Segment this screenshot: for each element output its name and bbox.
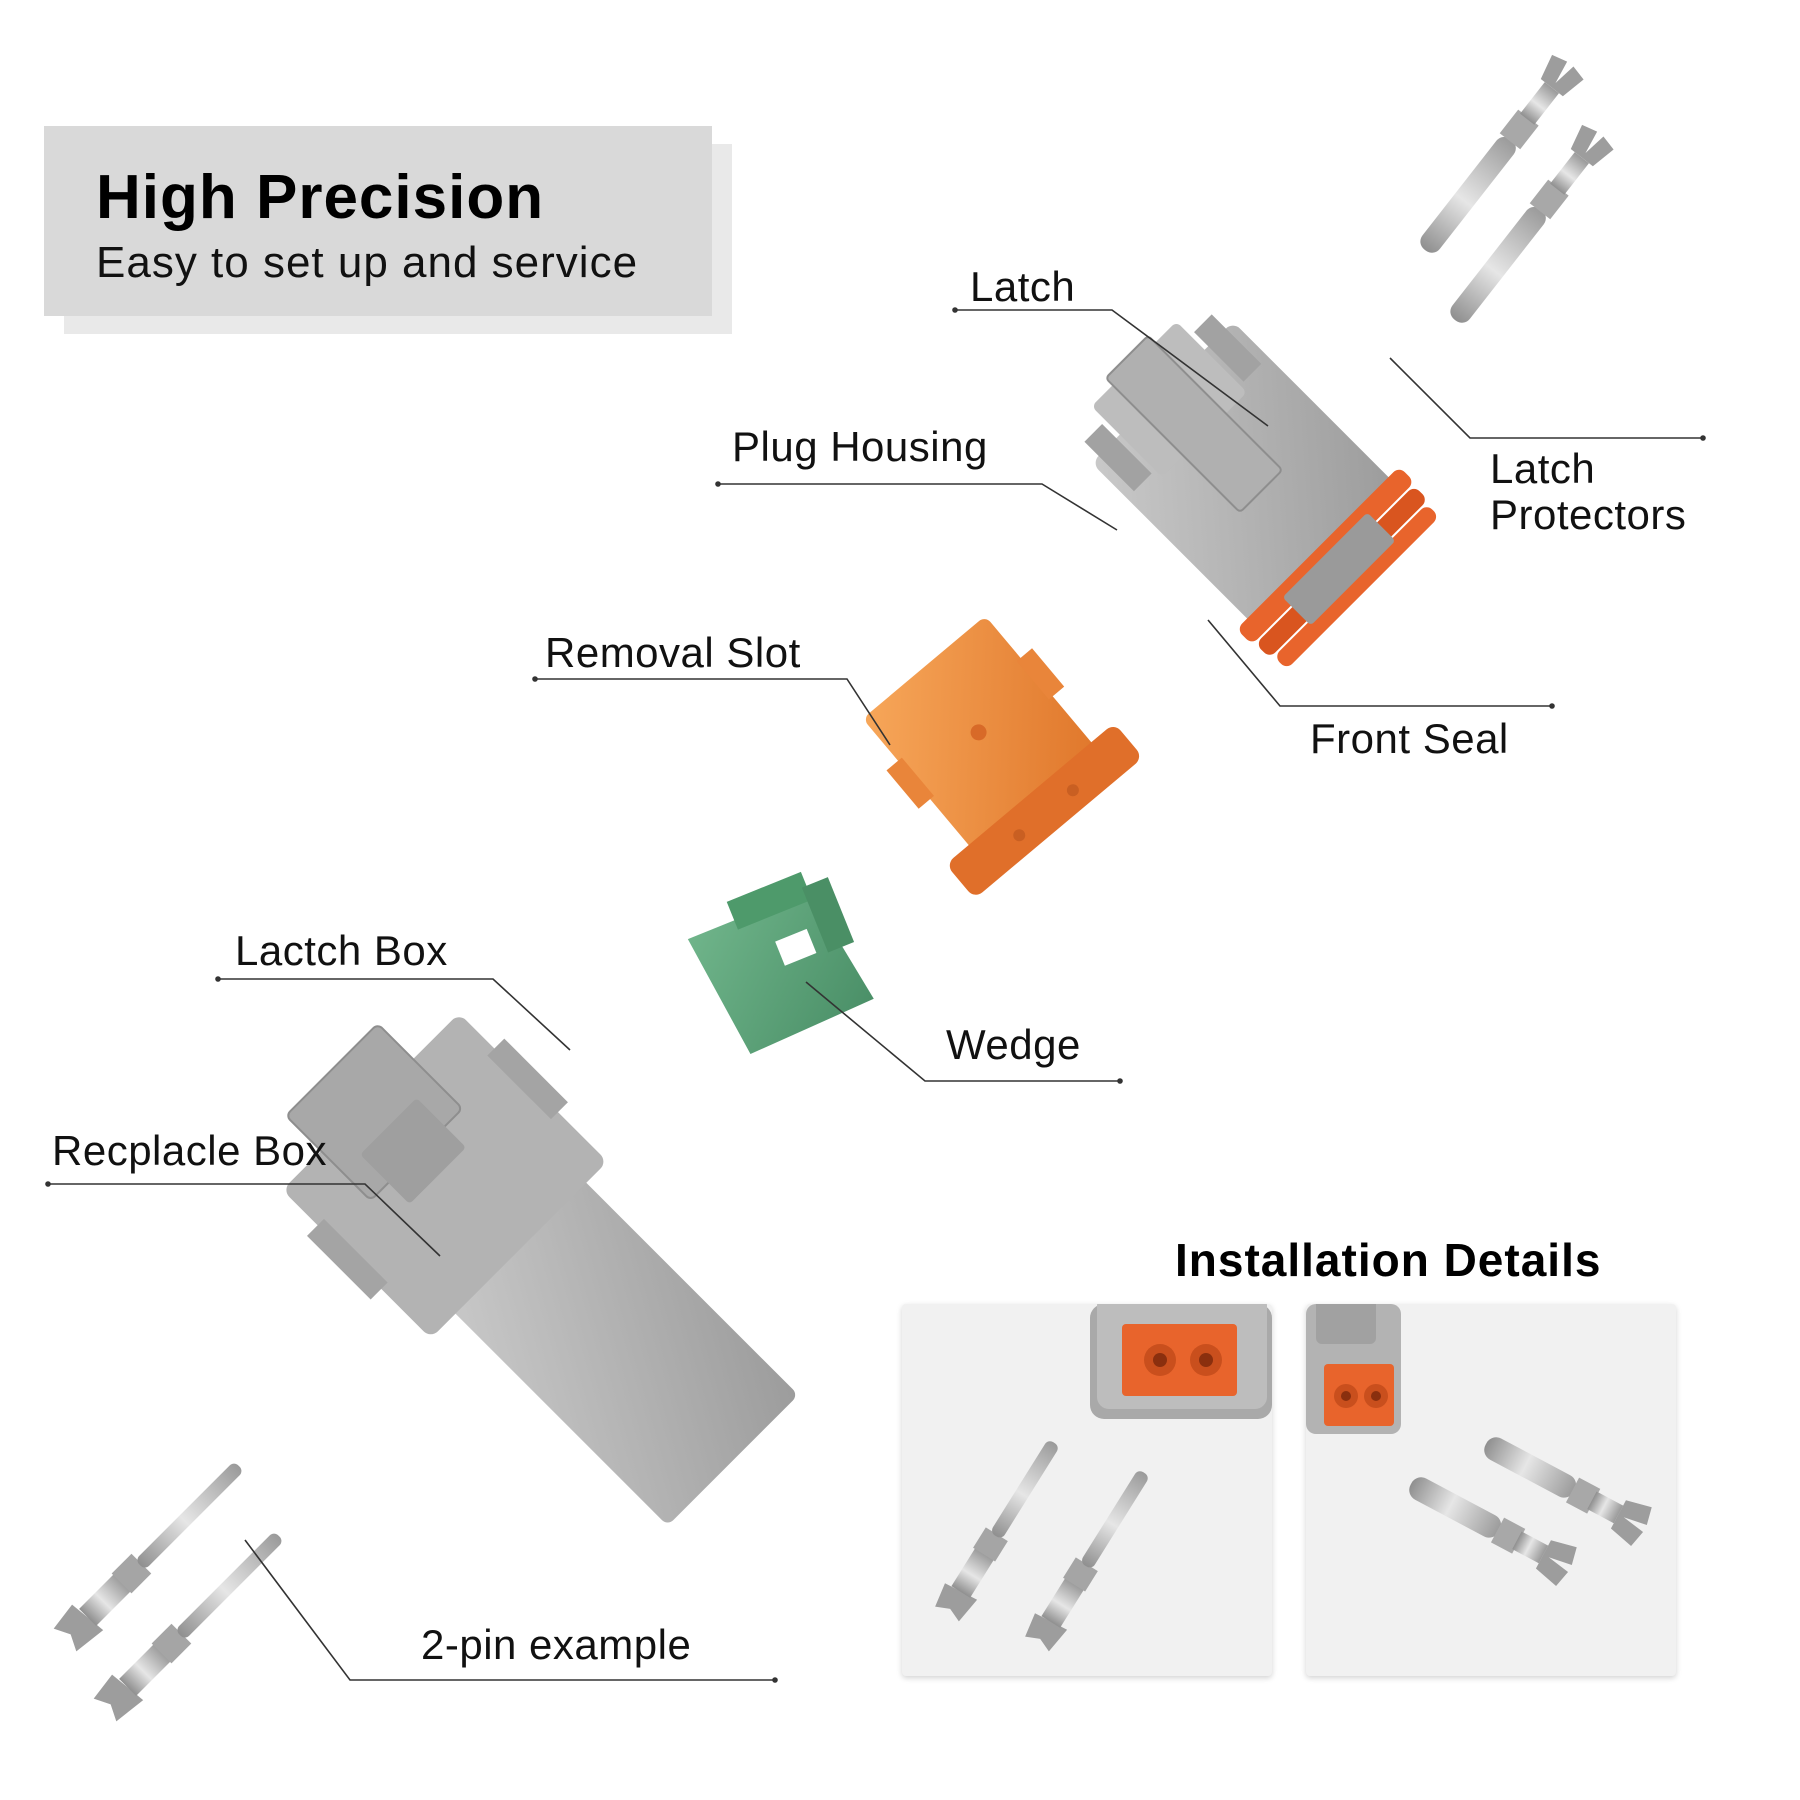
installation-details-title: Installation Details — [1175, 1234, 1602, 1286]
wedge-leader — [805, 981, 1120, 1082]
front-seal-leader — [1207, 619, 1552, 707]
label-removal-slot: Removal Slot — [545, 629, 801, 676]
headline-subtitle: Easy to set up and service — [96, 238, 639, 287]
latch-protectors-leader — [1389, 357, 1703, 439]
headline-title: High Precision — [96, 163, 545, 232]
label-recplacle-box: Recplacle Box — [52, 1127, 327, 1174]
receptacle-box — [286, 1017, 796, 1523]
label-latch: Latch — [970, 263, 1076, 310]
latch-leader — [955, 309, 1269, 427]
two-pin-leader — [244, 1539, 775, 1681]
label-lactch-box: Lactch Box — [235, 927, 448, 974]
socket-pins-top — [1420, 54, 1614, 323]
installation-photo-sockets — [1306, 1304, 1676, 1676]
label-front-seal: Front Seal — [1310, 715, 1509, 762]
label-plug-housing: Plug Housing — [732, 423, 988, 470]
plug-housing-leader — [718, 483, 1118, 531]
label-latch-protectors: Latch Protectors — [1490, 445, 1687, 539]
label-two-pin-example: 2-pin example — [421, 1621, 692, 1668]
recplacle-box-leader — [48, 1183, 441, 1257]
wedge-part — [687, 871, 874, 1055]
lactch-box-leader — [218, 978, 571, 1051]
leader-lines — [45, 307, 1706, 1683]
plug-housing — [1084, 314, 1437, 667]
installation-photo-pins — [902, 1304, 1272, 1676]
headline-banner: High Precision Easy to set up and servic… — [44, 126, 712, 316]
removal-slot-leader — [535, 678, 891, 746]
label-wedge: Wedge — [946, 1021, 1081, 1068]
removal-slot-part — [865, 619, 1140, 895]
pin-contacts-bottom — [53, 1463, 282, 1722]
